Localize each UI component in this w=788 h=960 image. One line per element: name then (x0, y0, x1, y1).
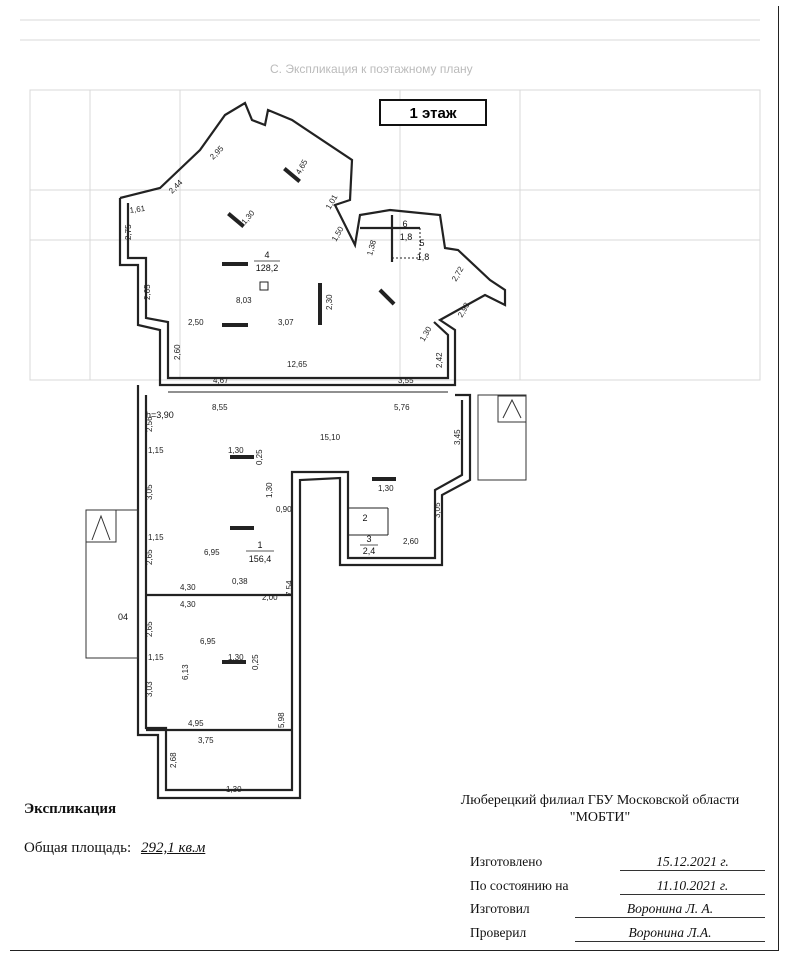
organization-name: Люберецкий филиал ГБУ Московской области (460, 793, 740, 808)
dimension-label: 5,76 (394, 403, 410, 412)
dimension-label: 1,30 (240, 208, 257, 226)
dimension-label: 1,30 (378, 484, 394, 493)
dimension-label: 2,65 (145, 621, 154, 637)
dimension-label: 2,00 (262, 593, 278, 602)
columns (222, 167, 396, 664)
dimension-label: 2,68 (169, 752, 178, 768)
made-label: Изготовлено (470, 854, 543, 869)
made-value: 15.12.2021 г. (620, 854, 765, 871)
dimension-label: 2,75 (124, 224, 133, 240)
dimension-label: 3,45 (453, 429, 462, 445)
room-2-number: 2 (362, 513, 367, 523)
room-5-area: 1,8 (417, 252, 430, 262)
dimension-label: 1,30 (228, 446, 244, 455)
dimension-label: 3,07 (278, 318, 294, 327)
room-6-area: 1,8 (400, 232, 413, 242)
organization-block: Люберецкий филиал ГБУ Московской области… (420, 792, 780, 826)
total-area-label: Общая площадь: (24, 840, 132, 856)
dimension-label: 2,56 (145, 416, 154, 432)
dimension-label: 3,05 (433, 502, 442, 518)
dimension-label: 2,60 (173, 344, 182, 360)
dimension-label: 2,42 (435, 352, 444, 368)
room-6-number: 6 (402, 219, 407, 229)
porches (85, 394, 527, 659)
dimension-label: 6,13 (181, 664, 190, 680)
bleed-through-header: С. Экспликация к поэтажному плану (270, 62, 473, 76)
room-4-area: 128,2 (256, 263, 279, 273)
dimension-label: 8,03 (236, 296, 252, 305)
dimension-label: 0,38 (232, 577, 248, 586)
dimension-label: 1,15 (148, 533, 164, 542)
dimension-label: 3,05 (145, 484, 154, 500)
total-area: Общая площадь: 292,1 кв.м (24, 840, 205, 857)
room-5-number: 5 (419, 238, 424, 248)
dimension-label: 2,95 (208, 144, 226, 162)
walls (118, 101, 507, 800)
made-by-value: Воронина Л. А. (575, 901, 765, 918)
room-3-number: 3 (366, 534, 371, 544)
dimension-label: 0,25 (255, 449, 264, 465)
dimension-label: 2,65 (145, 549, 154, 565)
dimension-label: 2,44 (167, 178, 185, 196)
dimension-label: 2,72 (450, 265, 466, 283)
inner-walls (168, 227, 448, 536)
dimension-label: 7,54 (285, 580, 294, 596)
dimension-label: 1,30 (418, 325, 434, 343)
explication-title: Экспликация (24, 801, 117, 817)
dimension-label: 8,55 (212, 403, 228, 412)
dimension-label: 3,55 (398, 376, 414, 385)
total-area-value: 292,1 кв.м (140, 840, 206, 856)
dimension-label: 1,30 (265, 482, 274, 498)
shaft (259, 281, 269, 291)
dimension-label: 4,65 (294, 158, 310, 176)
ceiling-height: h=3,90 (146, 410, 174, 420)
dimension-label: 1,30 (228, 653, 244, 662)
checked-label: Проверил (470, 925, 527, 940)
dimension-label: 2,30 (325, 294, 334, 310)
dimension-label: 2,60 (403, 537, 419, 546)
dimension-label: 0,90 (276, 505, 292, 514)
document-sheet (10, 6, 779, 951)
room-1-number: 1 (257, 540, 262, 550)
room-3-area: 2,4 (363, 546, 376, 556)
made-by-label: Изготовил (470, 901, 530, 916)
dimension-label: 3,03 (145, 681, 154, 697)
dimension-label: 15,10 (320, 433, 341, 442)
stamp-made-by-row: Изготовил Воронина Л. А. (470, 901, 765, 918)
checked-value: Воронина Л.А. (575, 925, 765, 942)
dimension-label: 6,95 (200, 637, 216, 646)
organization-abbr: "МОБТИ" (569, 810, 631, 825)
floor-label: 1 этаж (410, 105, 457, 122)
state-label: По состоянию на (470, 878, 569, 893)
dimension-label: 12,65 (287, 360, 308, 369)
dimension-label: 1,61 (129, 204, 146, 215)
dimension-label: 1,15 (148, 446, 164, 455)
room-4-number: 4 (264, 250, 269, 260)
dimension-label: 4,30 (180, 583, 196, 592)
dimension-label: 5,98 (277, 712, 286, 728)
stamp-state-row: По состоянию на 11.10.2021 г. (470, 878, 765, 895)
dimension-label: 2,50 (188, 318, 204, 327)
stamp-made-row: Изготовлено 15.12.2021 г. (470, 854, 765, 871)
dimension-label: 4,30 (180, 600, 196, 609)
bleed-through-table (20, 19, 761, 381)
dimension-label: 04 (118, 612, 128, 622)
floor-plan: 1 этаж (20, 19, 761, 800)
dimension-label: 3,75 (198, 736, 214, 745)
room-1-area: 156,4 (249, 554, 272, 564)
dimension-label: 1,30 (226, 785, 242, 794)
floor-label-box (379, 99, 487, 126)
dimension-label: 4,95 (188, 719, 204, 728)
dimension-label: 4,67 (213, 376, 229, 385)
dimension-label: 0,25 (251, 654, 260, 670)
state-value: 11.10.2021 г. (620, 878, 765, 895)
room-labels: 4 128,2 1 156,4 2 3 2,4 6 1,8 5 1,8 h=3,… (146, 219, 429, 564)
dimension-label: 1,15 (148, 653, 164, 662)
dimension-label: 1,38 (365, 239, 378, 257)
dimension-label: 2,65 (143, 284, 152, 300)
stamp-checked-row: Проверил Воронина Л.А. (470, 925, 765, 942)
dimension-label: 6,95 (204, 548, 220, 557)
